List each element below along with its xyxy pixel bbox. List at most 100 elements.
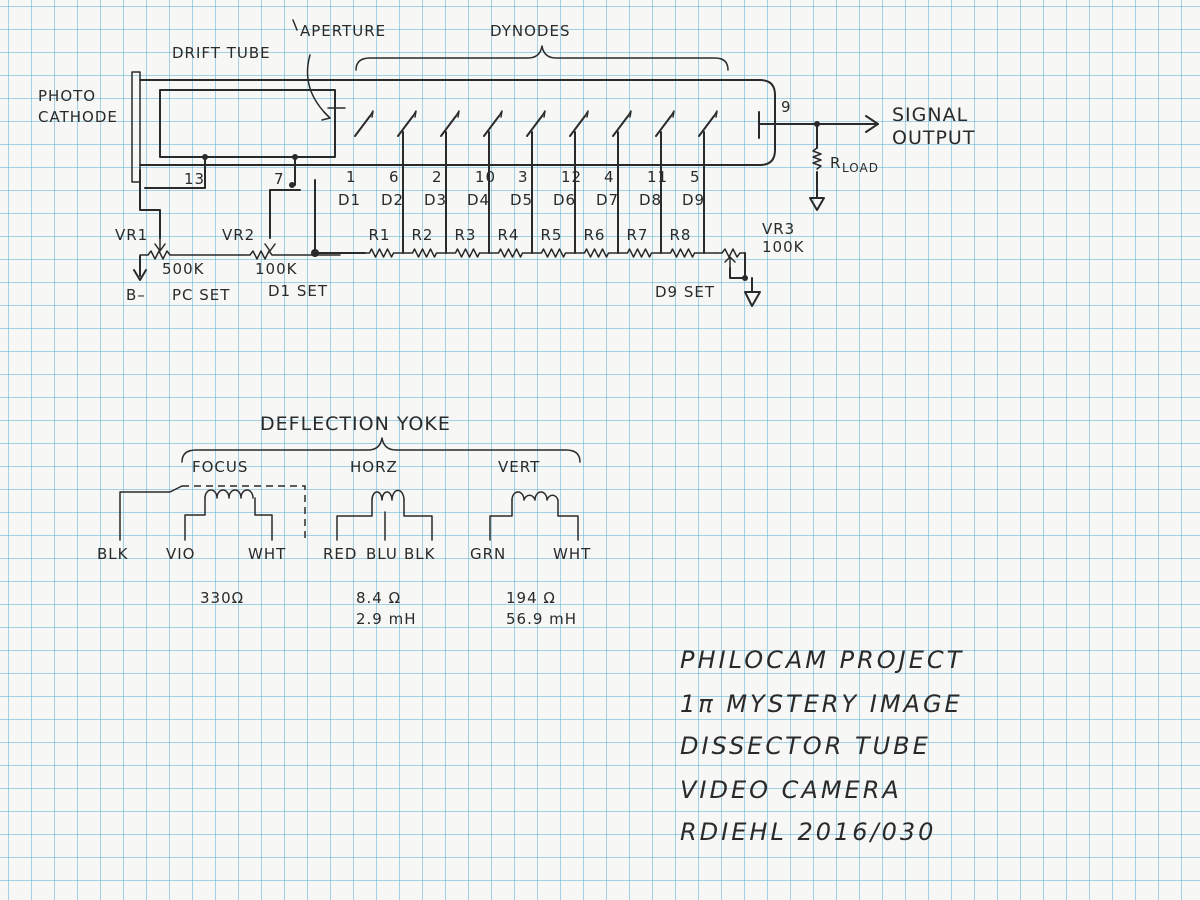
yoke-title: DEFLECTION YOKE <box>260 413 451 435</box>
vr1-value: 500K <box>162 260 205 278</box>
tube-outline <box>139 79 776 166</box>
vr2-value: 100K <box>255 260 298 278</box>
b-minus-label: B– <box>126 286 146 304</box>
dynode-resistor <box>402 248 447 258</box>
dynode-resistor-label: R3 <box>455 226 477 244</box>
focus-wire-blk: BLK <box>97 545 129 563</box>
dynode-resistor <box>617 248 662 258</box>
vr3-potentiometer <box>714 248 746 258</box>
dynode-name-label: D6 <box>553 191 576 209</box>
dynode-pin-label: 6 <box>389 168 400 186</box>
dynode-electrode-tip <box>627 110 632 118</box>
vr2-wiper <box>264 243 276 252</box>
dynode-name-label: D1 <box>338 191 361 209</box>
vr1-potentiometer <box>139 250 241 260</box>
focus-coil <box>204 489 254 499</box>
vert-inductance: 56.9 mH <box>506 610 577 628</box>
horz-wire-blu: BLU <box>366 545 398 563</box>
dynode-resistor-label: R8 <box>670 226 692 244</box>
cathode-lead <box>139 169 161 239</box>
pin7-node <box>289 182 295 188</box>
dynode-resistor-label: R5 <box>541 226 563 244</box>
dynode-resistor-label: R2 <box>412 226 434 244</box>
dynode-name-label: D3 <box>424 191 447 209</box>
dynode-resistor <box>445 248 490 258</box>
dynode-electrode <box>698 115 715 137</box>
note-line-2: 1π MYSTERY IMAGE <box>680 690 963 718</box>
pin13-lead <box>144 156 206 189</box>
dynode-resistor <box>488 248 533 258</box>
dynode-name-label: D9 <box>682 191 705 209</box>
dynode-resistor <box>314 248 404 258</box>
signal-label-1: SIGNAL <box>892 104 968 126</box>
dynode-electrode <box>440 115 457 137</box>
vr3-node <box>742 275 748 281</box>
dynode-electrode-tip <box>713 110 718 118</box>
ground-symbol-rload <box>809 197 825 211</box>
pin7-lead <box>269 156 301 191</box>
vr3-wiper <box>724 256 736 269</box>
note-line-5: RDIEHL 2016/030 <box>680 818 936 846</box>
focus-wire-vio: VIO <box>166 545 196 563</box>
note-line-4: VIDEO CAMERA <box>680 776 902 804</box>
dynode-name-label: D7 <box>596 191 619 209</box>
focus-shield <box>182 485 306 540</box>
dynode-pin-label: 2 <box>432 168 443 186</box>
vert-wire-wht: WHT <box>553 545 591 563</box>
dynodes-label: DYNODES <box>490 22 570 40</box>
rload-resistor <box>812 147 822 170</box>
drift-tube <box>159 89 336 158</box>
photocathode-label-2: CATHODE <box>38 108 118 126</box>
photocathode-plate <box>131 71 141 183</box>
dynode-electrode-tip <box>670 110 675 118</box>
dynode-pin-label: 12 <box>561 168 582 186</box>
output-arrow <box>865 115 879 133</box>
bminus-arrow <box>133 269 147 281</box>
signal-label-2: OUTPUT <box>892 127 975 149</box>
dynode-pin-label: 1 <box>346 168 357 186</box>
dynode-resistor-label: R7 <box>627 226 649 244</box>
dynode-electrode <box>483 115 500 137</box>
drift-tube-label: DRIFT TUBE <box>172 44 271 62</box>
note-line-3: DISSECTOR TUBE <box>680 732 931 760</box>
dynode-electrode <box>526 115 543 137</box>
dynode-electrode <box>569 115 586 137</box>
rload-label: R <box>830 154 841 172</box>
note-line-1: PHILOCAM PROJECT <box>680 646 964 674</box>
focus-resistance: 330Ω <box>200 589 244 607</box>
vr2-potentiometer <box>239 250 341 260</box>
vr3-value: 100K <box>762 238 805 256</box>
vr1-wiper <box>154 237 166 252</box>
dynode-electrode-tip <box>584 110 589 118</box>
dynode-electrode <box>655 115 672 137</box>
vr1-label: VR1 <box>115 226 148 244</box>
focus-blk-wire <box>119 485 183 541</box>
dynodes-brace <box>355 45 729 71</box>
d9-set-label: D9 SET <box>655 283 715 301</box>
dynode-resistor <box>660 248 705 258</box>
aperture-label: APERTURE <box>300 22 386 40</box>
pin-7-label: 7 <box>274 170 285 188</box>
dynode-electrode-tip <box>498 110 503 118</box>
horz-coil-leads <box>336 499 433 541</box>
dynode-electrode <box>397 115 414 137</box>
horz-resistance: 8.4 Ω <box>356 589 401 607</box>
vert-label: VERT <box>498 458 540 476</box>
dynode-electrode <box>612 115 629 137</box>
drift-tube-pointer <box>306 54 331 119</box>
tube-envelope <box>131 71 776 183</box>
horz-inductance: 2.9 mH <box>356 610 417 628</box>
dynode-electrode-tip <box>369 110 374 118</box>
pc-set-label: PC SET <box>172 286 230 304</box>
dynode-ladder: 1D1R16D2R22D3R310D4R43D5R512D6R64D7R711D… <box>314 110 718 258</box>
dynode-electrode <box>354 115 371 137</box>
horz-label: HORZ <box>350 458 398 476</box>
focus-coil-leads <box>184 497 273 541</box>
pin-13-label: 13 <box>184 170 205 188</box>
horz-wire-blk: BLK <box>404 545 436 563</box>
vr3-label: VR3 <box>762 220 795 238</box>
dynode-resistor-label: R1 <box>369 226 391 244</box>
dynode-resistor <box>531 248 576 258</box>
